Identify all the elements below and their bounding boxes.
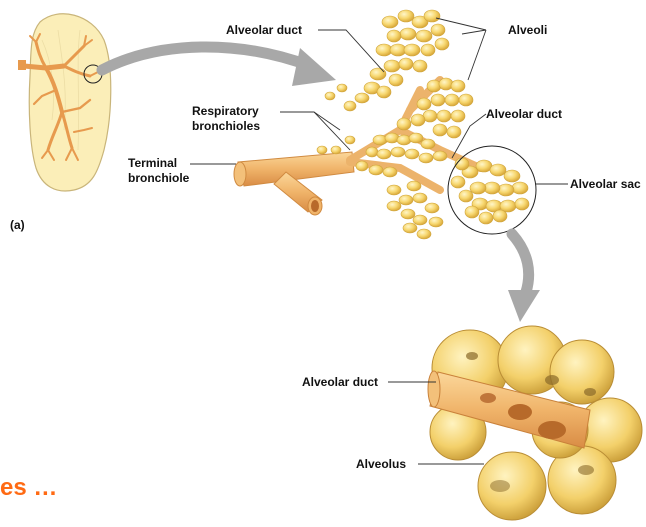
alveolus-blob	[356, 161, 368, 171]
alveolus-blob	[416, 30, 432, 42]
label-terminal-bronchiole: Terminal bronchiole	[128, 156, 194, 186]
alveolus-blob	[437, 110, 451, 122]
alveolus-blob	[425, 203, 439, 213]
alveolus-blob	[409, 133, 423, 143]
alveolus-blob	[431, 24, 445, 36]
alveolus-blob	[405, 149, 419, 159]
label-alveolar-duct-bottom: Alveolar duct	[302, 375, 378, 390]
alveolus-blob	[382, 16, 398, 28]
alveolus-blob	[377, 86, 391, 98]
alveolus-blob	[383, 167, 397, 177]
alveolus-blob	[431, 94, 445, 106]
zoom-arrow-bottom	[508, 234, 540, 322]
alveolus-blob	[417, 98, 431, 110]
alveolus-blob	[355, 93, 369, 103]
alveolus-blob	[404, 44, 420, 56]
label-alveolus: Alveolus	[356, 457, 406, 472]
alveolus-blob	[403, 223, 417, 233]
alveolus-blob	[398, 10, 414, 22]
alveolus-blob	[337, 84, 347, 92]
alveolus-blob	[384, 60, 400, 72]
alveolus-blob	[370, 68, 386, 80]
alveolus-blob	[366, 147, 378, 157]
zoom-arrow-top	[102, 47, 336, 86]
label-alveolar-duct-mid: Alveolar duct	[486, 107, 562, 122]
alveolus-blob	[470, 182, 486, 194]
alveolus-blob	[399, 195, 413, 205]
alveolus-blob	[424, 10, 440, 22]
alveolus-blob	[439, 78, 453, 90]
alveolus-blob	[459, 190, 473, 202]
terminal-bronchiole	[234, 152, 354, 215]
alveolus-blob	[397, 118, 411, 130]
alveolus-blob	[451, 176, 465, 188]
alveolus-blob	[413, 215, 427, 225]
alveolus-blob	[465, 206, 479, 218]
panel-tag: (a)	[10, 218, 25, 232]
alveolus-blob	[493, 210, 507, 222]
alveolus-blob	[435, 38, 449, 50]
alveolus-blob	[407, 181, 421, 191]
alveolus-blob	[504, 170, 520, 182]
alveolus-blob	[429, 217, 443, 227]
alveolus-blob	[390, 44, 406, 56]
alveolus-blob	[377, 149, 391, 159]
label-alveolar-sac: Alveolar sac	[570, 177, 641, 192]
alveolus-blob	[451, 80, 465, 92]
alveolus-blob	[401, 209, 415, 219]
alveolus-blob	[325, 92, 335, 100]
alveolus-blob	[447, 126, 461, 138]
alveolus-blob	[413, 193, 427, 203]
alveolus-blob	[399, 58, 413, 70]
alveolus-blob	[373, 135, 387, 145]
alveolus-blob	[419, 153, 433, 163]
alveolus-blob	[317, 146, 327, 154]
alveolus-blob	[369, 165, 383, 175]
alveolus-blob	[344, 101, 356, 111]
alveolus-blob	[421, 139, 435, 149]
alveolus-blob	[479, 212, 493, 224]
alveolus-blob	[498, 184, 514, 196]
alveolus-blob	[389, 74, 403, 86]
alveolus-blob	[417, 229, 431, 239]
alveolus-blob	[515, 198, 529, 210]
alveoli-clusters	[317, 10, 529, 239]
alveolus-blob	[490, 164, 506, 176]
lung-illustration	[18, 14, 111, 191]
alveolus-blob	[376, 44, 392, 56]
alveolus-blob	[387, 185, 401, 195]
alveolus-blob	[512, 182, 528, 194]
alveolus-blob	[433, 151, 447, 161]
label-respiratory-bronchioles: Respiratory bronchioles	[192, 104, 278, 134]
enlarged-alveolar-sac	[428, 326, 642, 520]
alveolus-blob	[413, 60, 427, 72]
slide-caption: es …	[0, 474, 57, 502]
alveolus-blob	[397, 135, 411, 145]
alveolus-blob	[400, 28, 416, 40]
alveolus-blob	[331, 146, 341, 154]
label-alveolar-duct-top: Alveolar duct	[226, 23, 302, 38]
alveolus-blob	[421, 44, 435, 56]
alveolus-blob	[484, 182, 500, 194]
alveolus-blob	[391, 147, 405, 157]
alveolus-blob	[345, 136, 355, 144]
alveolus-blob	[476, 160, 492, 172]
alveolus-blob	[387, 30, 401, 42]
alveolus-blob	[459, 94, 473, 106]
label-alveoli: Alveoli	[508, 23, 547, 38]
alveolus-blob	[445, 94, 459, 106]
alveolus-blob	[427, 80, 441, 92]
alveolus-blob	[411, 114, 425, 126]
alveolus-blob	[451, 110, 465, 122]
alveolus-blob	[387, 201, 401, 211]
alveolus-blob	[385, 133, 399, 143]
alveolus-blob	[433, 124, 447, 136]
